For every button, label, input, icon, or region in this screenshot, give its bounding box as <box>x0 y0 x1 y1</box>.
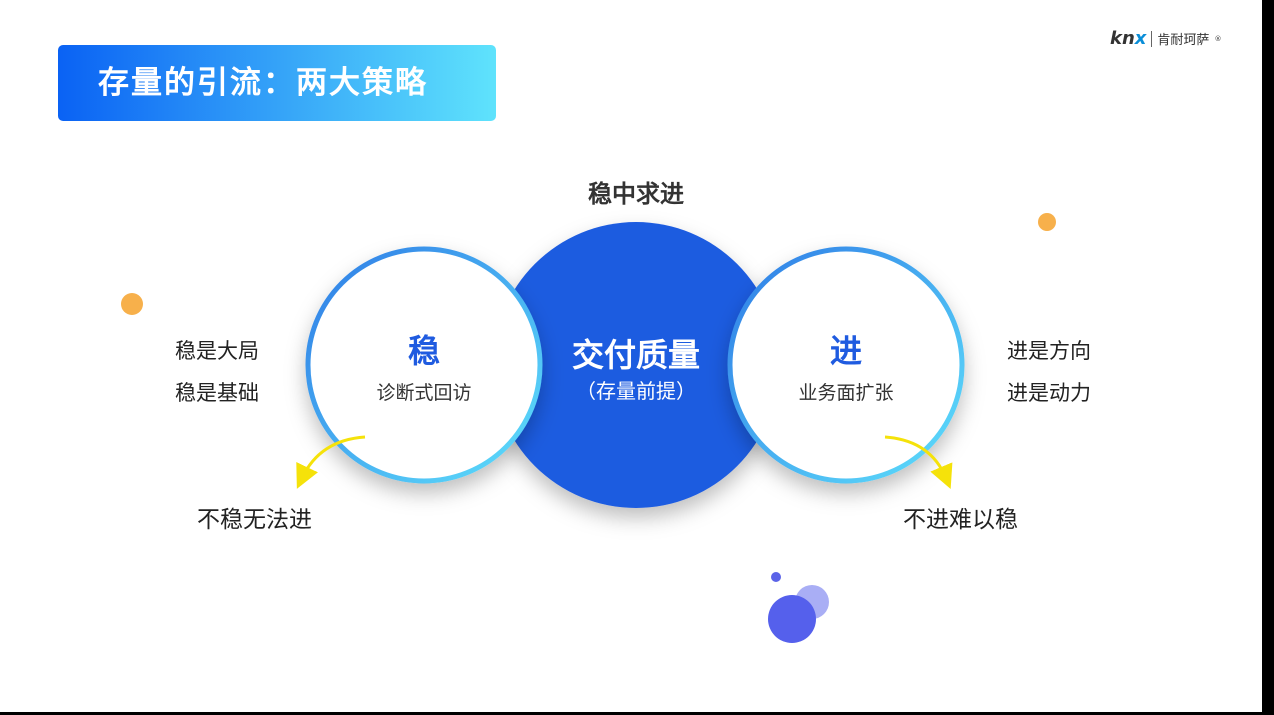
logo-name: 肯耐珂萨 <box>1157 33 1210 48</box>
left-note: 稳是基础 <box>175 381 259 405</box>
right-note: 进是方向 <box>1007 339 1091 363</box>
center-subtitle: （存量前提） <box>576 379 696 403</box>
left-arrow-label: 不稳无法进 <box>197 507 312 533</box>
left-arrow <box>296 435 366 489</box>
right-note: 进是动力 <box>1007 381 1091 405</box>
right-arrow <box>884 435 953 490</box>
slide-title: 存量的引流：两大策略 <box>58 45 496 121</box>
right-heading: 进 <box>829 332 862 370</box>
right-sub: 业务面扩张 <box>798 382 894 404</box>
right-circle <box>727 246 965 484</box>
logo-mark: knx <box>1110 28 1147 49</box>
left-heading: 稳 <box>407 332 440 370</box>
logo-divider <box>1151 30 1153 47</box>
logo: knx 肯耐珂萨® <box>1110 28 1222 49</box>
center-circle <box>493 222 779 508</box>
left-circle <box>305 246 543 484</box>
decor-dot <box>121 293 143 315</box>
left-sub: 诊断式回访 <box>376 382 472 404</box>
left-note: 稳是大局 <box>175 339 259 363</box>
center-title: 交付质量 <box>571 336 700 374</box>
decor-dot <box>771 572 781 582</box>
decor-dot <box>768 595 816 643</box>
top-label: 稳中求进 <box>588 180 684 208</box>
right-arrow-label: 不进难以稳 <box>903 507 1018 533</box>
decor-dot <box>1038 213 1056 231</box>
